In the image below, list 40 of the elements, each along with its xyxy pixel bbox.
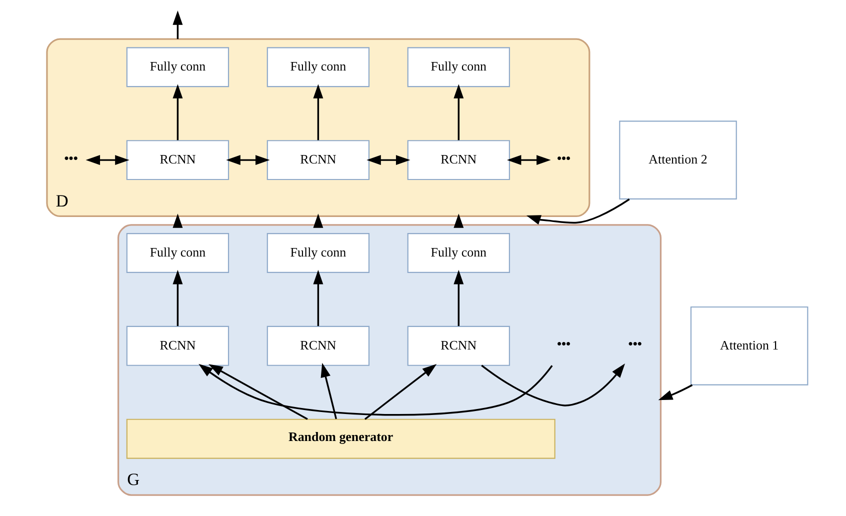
node-box: Fully conn (126, 47, 230, 88)
arrow (172, 84, 183, 140)
node-box: RCNN (126, 140, 230, 180)
node-box: Fully conn (126, 233, 230, 273)
arrow (313, 270, 324, 326)
node-text: ••• (556, 150, 571, 166)
arrow (198, 364, 553, 416)
node-box: RCNN (407, 140, 510, 180)
node-box: RCNN (266, 140, 370, 180)
node-box: Attention 1 (690, 306, 808, 386)
node-text: ••• (628, 336, 642, 352)
node-box: Fully conn (266, 233, 370, 273)
node-box: RCNN (126, 326, 230, 366)
arrow (86, 155, 130, 166)
arrow (313, 214, 324, 228)
arrow (454, 214, 464, 228)
arrow (454, 270, 464, 326)
arrow (226, 155, 270, 166)
arrow (454, 84, 464, 140)
node-box: Fully conn (266, 47, 370, 88)
node-box: Fully conn (407, 47, 510, 88)
arrow (208, 364, 308, 420)
arrow (172, 214, 183, 228)
node-box: RCNN (407, 326, 510, 366)
arrow (481, 364, 626, 406)
arrow (172, 270, 183, 326)
arrow (366, 155, 410, 166)
node-box: Attention 2 (619, 120, 737, 200)
arrow (506, 155, 551, 166)
arrow (658, 384, 693, 400)
node-box: RCNN (266, 326, 370, 366)
node-box: Fully conn (407, 233, 510, 273)
arrow (364, 364, 437, 420)
arrow (172, 10, 183, 40)
node-text: ••• (64, 150, 78, 166)
arrow (320, 362, 338, 420)
arrow (526, 198, 630, 225)
arrow (313, 84, 324, 140)
node-text: ••• (556, 336, 571, 352)
node-box: Random generator (126, 418, 556, 459)
